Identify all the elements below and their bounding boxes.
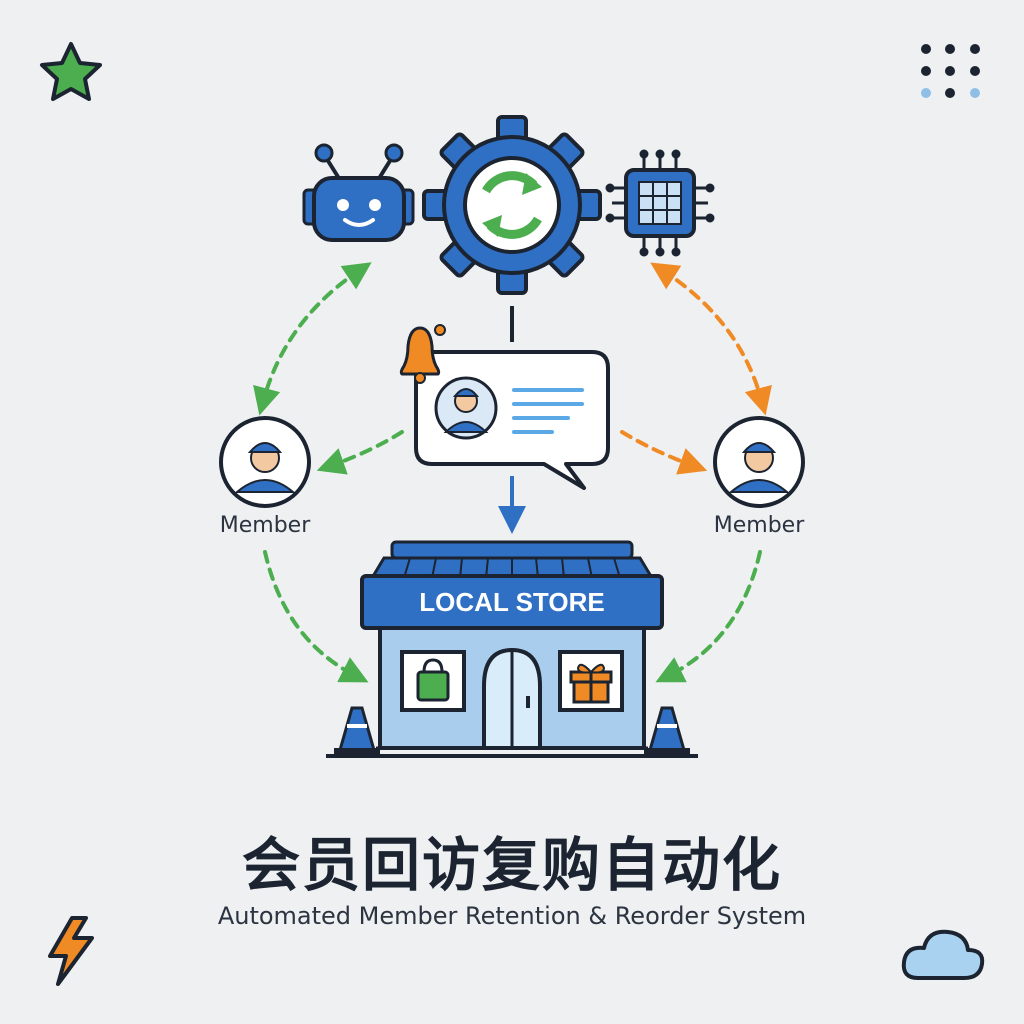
arrow-member-left-to-store bbox=[263, 550, 369, 683]
title-english: Automated Member Retention & Reorder Sys… bbox=[217, 902, 807, 930]
robot-icon bbox=[302, 143, 415, 242]
cloud-icon bbox=[901, 929, 985, 980]
member-avatar-icon bbox=[713, 416, 805, 508]
store-icon bbox=[326, 540, 698, 758]
member-label-left: Member bbox=[219, 513, 311, 538]
dots-icon bbox=[921, 44, 980, 98]
arrow-robot-to-member-left bbox=[253, 262, 372, 416]
shopping-bag-icon bbox=[416, 658, 450, 702]
star-icon bbox=[40, 42, 102, 101]
traffic-cone-icon bbox=[644, 706, 690, 756]
store-sign: LOCAL STORE bbox=[419, 587, 604, 617]
gear-refresh-icon bbox=[422, 115, 602, 295]
bell-icon bbox=[399, 324, 446, 384]
member-label-right: Member bbox=[713, 513, 805, 538]
traffic-cone-icon bbox=[334, 706, 380, 756]
chip-icon bbox=[605, 149, 715, 257]
lightning-icon bbox=[48, 916, 94, 986]
title-chinese: 会员回访复购自动化 bbox=[241, 831, 782, 899]
chat-bubble-icon bbox=[414, 350, 610, 490]
gift-icon bbox=[569, 663, 613, 704]
arrow-message-to-member-left bbox=[316, 430, 404, 475]
arrow-chip-to-member-right bbox=[650, 262, 772, 416]
arrow-member-right-to-store bbox=[655, 550, 762, 683]
member-avatar-icon bbox=[219, 416, 311, 508]
arrow-message-to-member-right bbox=[620, 430, 708, 475]
